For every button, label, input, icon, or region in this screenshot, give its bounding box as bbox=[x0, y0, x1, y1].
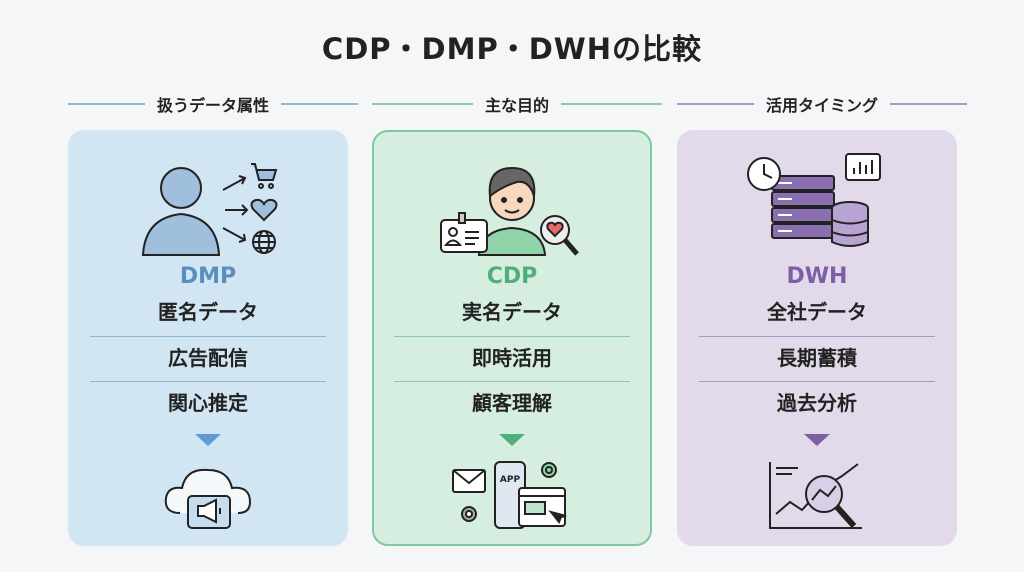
row: 実名データ bbox=[462, 300, 562, 324]
page-title: CDP・DMP・DWHの比較 bbox=[321, 32, 703, 66]
header-purpose: 主な目的 bbox=[372, 92, 663, 116]
identified-customer-icon bbox=[374, 150, 650, 260]
row: 長期蓄積 bbox=[699, 336, 935, 381]
row: 全社データ bbox=[767, 300, 867, 324]
card-name: DMP bbox=[179, 264, 237, 289]
cdp-card: CDP 実名データ 即時活用 顧客理解 APP bbox=[372, 130, 652, 546]
arrow-down-icon bbox=[195, 434, 221, 446]
header-label: 扱うデータ属性 bbox=[157, 96, 270, 115]
header-label: 活用タイミング bbox=[766, 96, 879, 115]
row: 関心推定 bbox=[90, 381, 326, 426]
row: 匿名データ bbox=[158, 300, 258, 324]
omnichannel-app-icon: APP bbox=[374, 456, 650, 534]
row: 過去分析 bbox=[699, 381, 935, 426]
cloud-megaphone-icon bbox=[68, 458, 348, 536]
card-name: CDP bbox=[486, 264, 538, 289]
app-label: APP bbox=[500, 475, 521, 485]
arrow-down-icon bbox=[499, 434, 525, 446]
card-name: DWH bbox=[786, 264, 848, 289]
header-timing: 活用タイミング bbox=[677, 92, 968, 116]
arrow-down-icon bbox=[804, 434, 830, 446]
data-warehouse-icon bbox=[677, 150, 957, 260]
analysis-chart-icon bbox=[677, 458, 957, 536]
header-label: 主な目的 bbox=[485, 96, 550, 115]
row: 広告配信 bbox=[90, 336, 326, 381]
row: 即時活用 bbox=[394, 336, 630, 381]
header-data-attributes: 扱うデータ属性 bbox=[68, 92, 359, 116]
row: 顧客理解 bbox=[394, 381, 630, 426]
dwh-card: DWH 全社データ 長期蓄積 過去分析 bbox=[677, 130, 957, 546]
dmp-card: DMP 匿名データ 広告配信 関心推定 bbox=[68, 130, 348, 546]
anonymous-user-icon bbox=[68, 150, 348, 260]
